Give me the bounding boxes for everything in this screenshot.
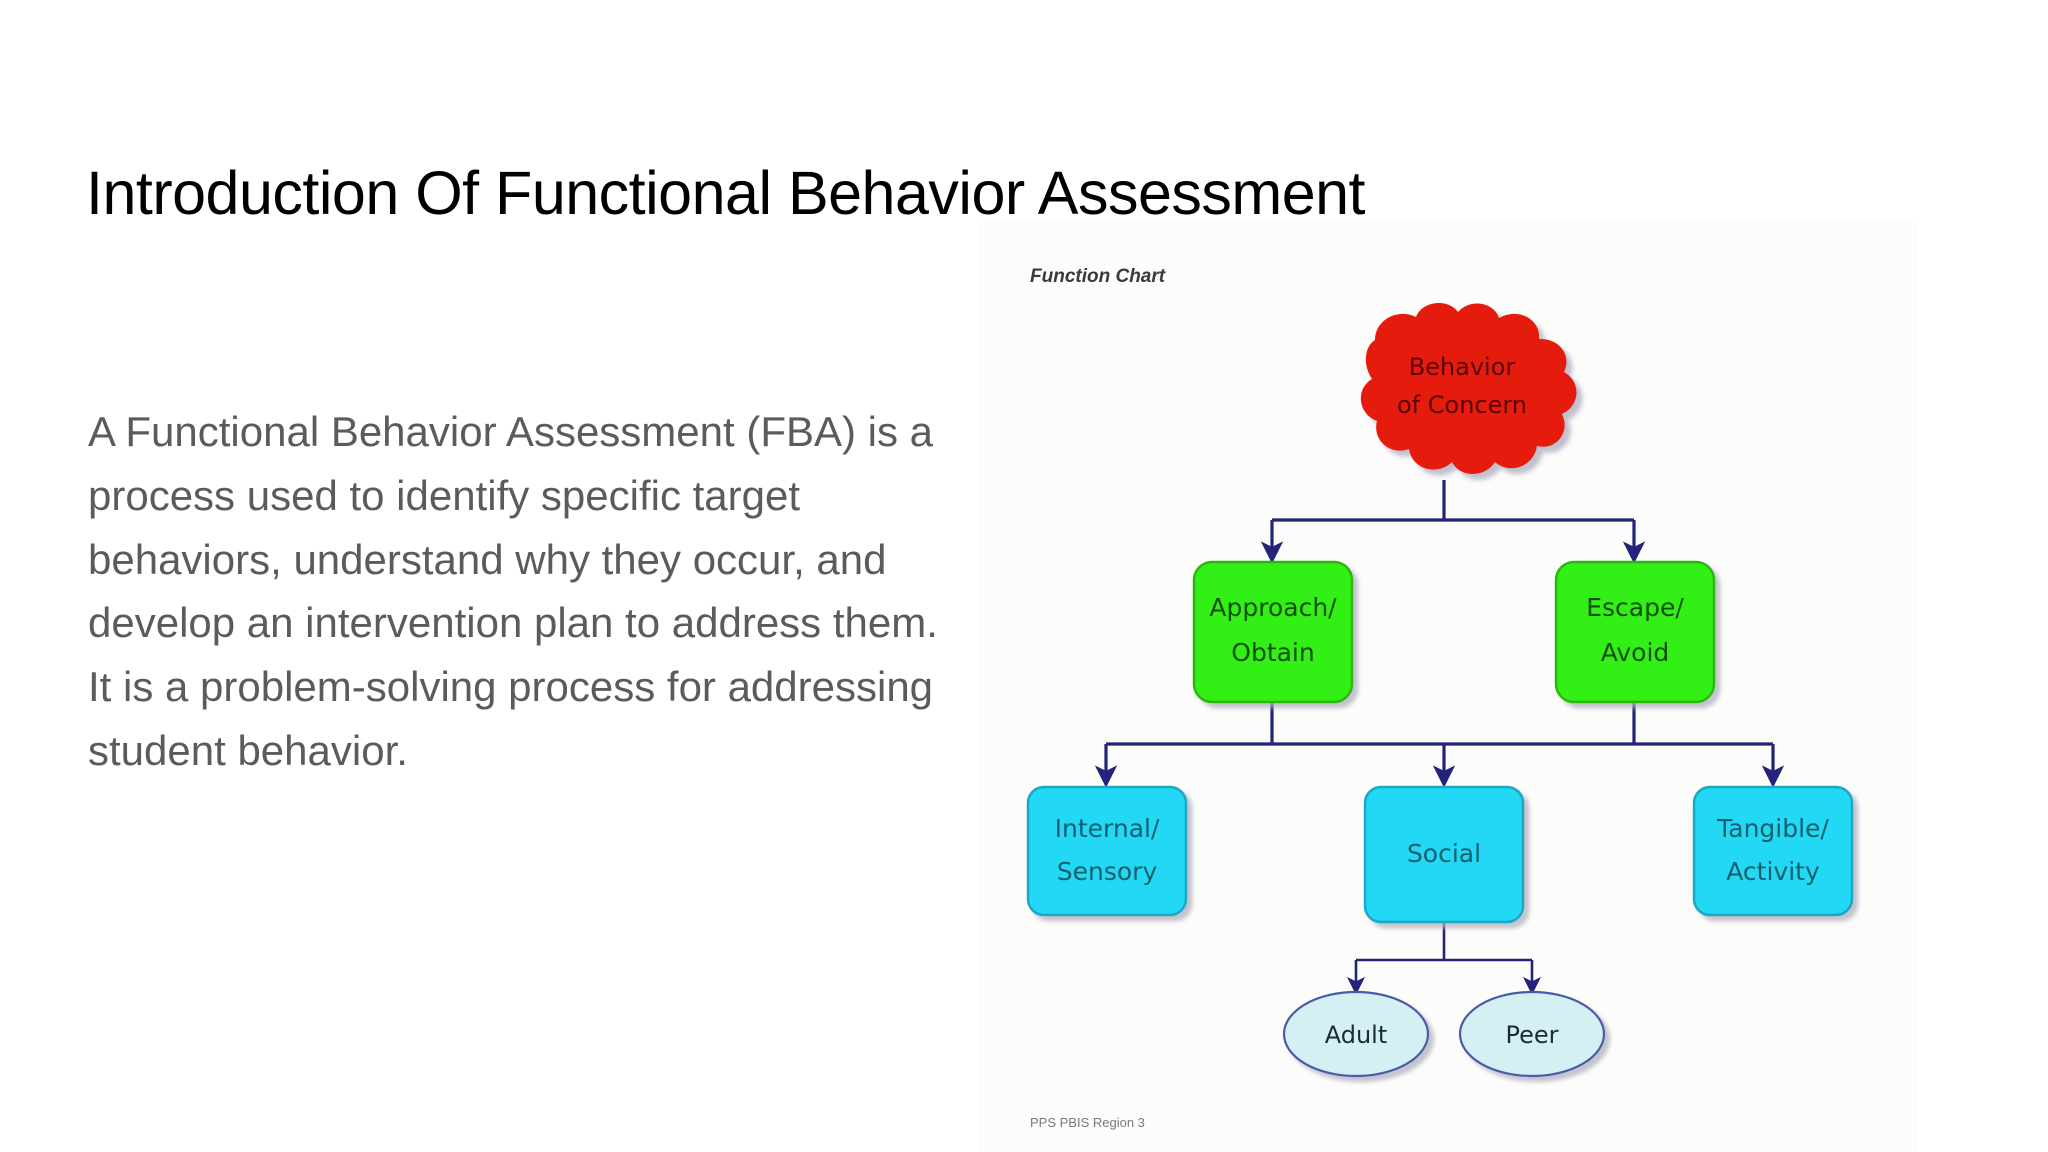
node-label-line2: Obtain bbox=[1231, 638, 1314, 667]
node-box bbox=[1363, 785, 1525, 924]
node-box bbox=[1554, 560, 1716, 704]
node-box bbox=[1192, 560, 1354, 704]
node-label-line2: of Concern bbox=[1397, 391, 1527, 419]
function-chart-image: Function Chart bbox=[978, 222, 1918, 1152]
diagram-footer: PPS PBIS Region 3 bbox=[1030, 1115, 1145, 1130]
node-escape-avoid[interactable]: Escape/ Avoid bbox=[1554, 560, 1716, 704]
node-peer[interactable]: Peer bbox=[1458, 990, 1606, 1078]
page-title: Introduction Of Functional Behavior Asse… bbox=[86, 158, 1366, 227]
node-label-line1: Approach/ bbox=[1209, 593, 1337, 622]
node-box bbox=[1026, 785, 1188, 917]
node-label-line2: Sensory bbox=[1057, 857, 1158, 886]
node-behavior-of-concern[interactable]: Behavior of Concern bbox=[1360, 303, 1577, 474]
node-approach-obtain[interactable]: Approach/ Obtain bbox=[1192, 560, 1354, 704]
node-label-line1: Social bbox=[1407, 839, 1481, 868]
cloud-shape bbox=[1360, 303, 1577, 474]
node-social[interactable]: Social bbox=[1363, 785, 1525, 924]
node-tangible-activity[interactable]: Tangible/ Activity bbox=[1692, 785, 1854, 917]
body-paragraph: A Functional Behavior Assessment (FBA) i… bbox=[88, 408, 938, 775]
node-label-line2: Avoid bbox=[1601, 638, 1670, 667]
node-label-line1: Internal/ bbox=[1055, 814, 1160, 843]
node-label-line2: Activity bbox=[1726, 857, 1820, 886]
node-label-line1: Adult bbox=[1325, 1021, 1388, 1049]
node-box bbox=[1692, 785, 1854, 917]
node-adult[interactable]: Adult bbox=[1282, 990, 1430, 1078]
node-internal-sensory[interactable]: Internal/ Sensory bbox=[1026, 785, 1188, 917]
node-label-line1: Escape/ bbox=[1586, 593, 1684, 622]
diagram-caption: Function Chart bbox=[1030, 266, 1166, 287]
node-label-line1: Peer bbox=[1505, 1021, 1558, 1049]
node-ellipse bbox=[1282, 990, 1430, 1078]
node-label-line1: Tangible/ bbox=[1716, 814, 1829, 843]
function-chart-diagram: Function Chart bbox=[978, 222, 1918, 1152]
node-label-line1: Behavior bbox=[1409, 353, 1516, 381]
node-ellipse bbox=[1458, 990, 1606, 1078]
connector-group bbox=[1094, 480, 1785, 996]
